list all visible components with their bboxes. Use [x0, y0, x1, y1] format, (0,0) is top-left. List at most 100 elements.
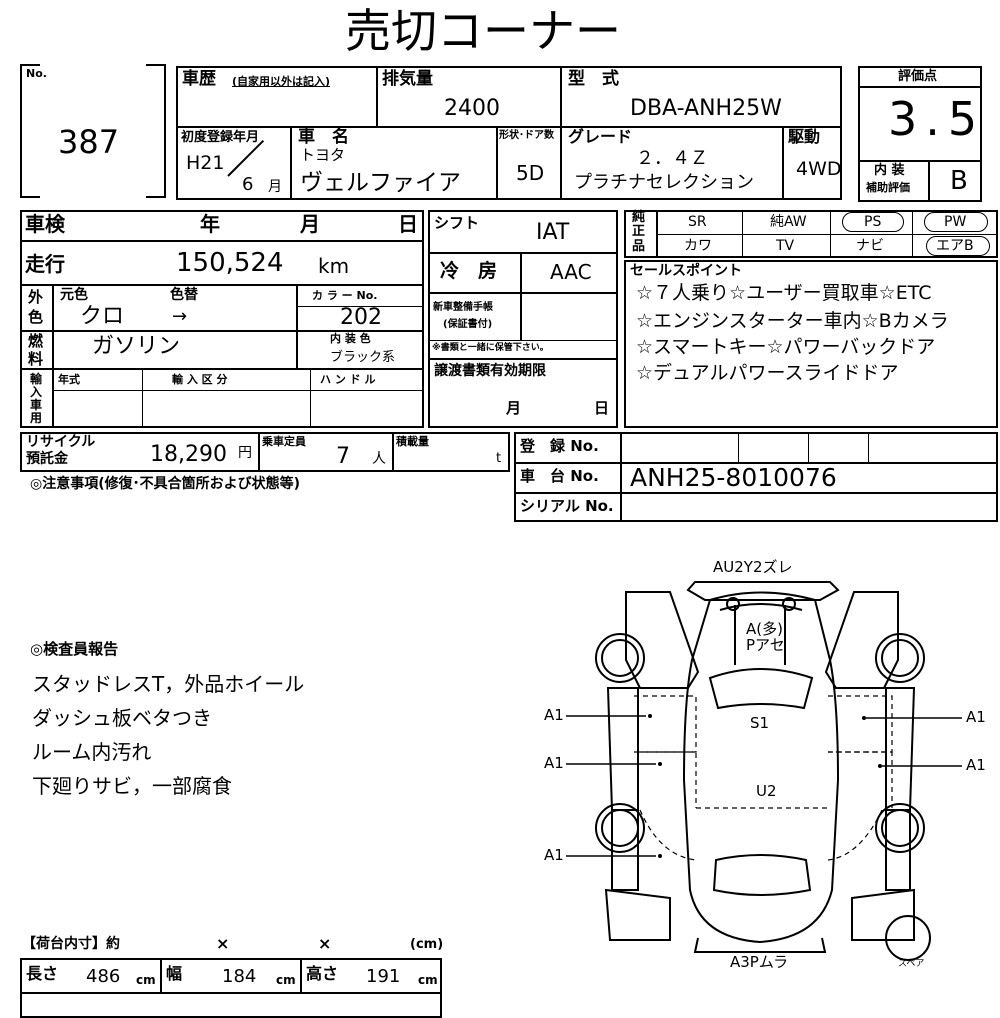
fuel-side-2: 料 [28, 350, 44, 368]
color-arrow: → [172, 306, 188, 327]
page-title: 売切コーナー [345, 4, 621, 58]
recycle-value: 18,290 [150, 442, 227, 467]
cargo-length-label: 長さ [26, 964, 59, 983]
lot-label: No. [26, 67, 47, 80]
spare-label: スペア [898, 959, 925, 969]
fuel-side-1: 燃 [28, 332, 44, 350]
interior-rating-label2: 補助評価 [866, 181, 910, 194]
options-side-3: 品 [632, 239, 646, 254]
option-tv: TV [776, 238, 795, 254]
sales-point-line: ☆スマートキー☆パワーバックドア [636, 336, 936, 358]
sales-point-line: ☆７人乗り☆ユーザー買取車☆ETC [636, 282, 932, 304]
history-note: (自家用以外は記入) [232, 75, 331, 88]
transfer-label: 譲渡書類有効期限 [434, 363, 546, 379]
option-ps: PS [864, 214, 882, 230]
cargo-height: 191 [366, 966, 401, 987]
mileage-unit: km [318, 254, 350, 278]
options-side-1: 純 [632, 210, 646, 225]
car-diagram [566, 581, 962, 961]
damage-right: A1 [966, 756, 986, 774]
history-label: 車歴 [182, 69, 216, 89]
lot-number: 387 [58, 123, 120, 161]
shift-label: シフト [434, 214, 480, 232]
mileage-value: 150,524 [176, 248, 284, 278]
lot-box: No. 387 [20, 64, 166, 198]
damage-hood-2: Pアセ [746, 636, 785, 654]
grade-label: グレード [568, 127, 633, 146]
option-ps-circle [842, 212, 904, 232]
drive-value: 4WD [796, 158, 842, 180]
sales-points-box [624, 260, 998, 428]
vehicle-details-grid [20, 210, 424, 428]
inspector-line: ダッシュ板ベタつき [32, 706, 212, 730]
inspector-line: スタッドレスT，外品ホイール [32, 672, 305, 696]
transfer-month: 月 [506, 399, 522, 417]
first-reg-month: 6 [242, 174, 254, 195]
interior-rating-value: B [950, 166, 968, 196]
cargo-unit: (cm) [410, 937, 444, 952]
interior-color-value: ブラック系 [330, 350, 396, 365]
sales-points-label: セールスポイント [630, 263, 742, 279]
registration-label: 登 録 No. [520, 437, 599, 455]
shape-value: 5D [516, 161, 545, 185]
car-name-value: ヴェルファイア [300, 170, 461, 196]
sales-point-line: ☆エンジンスターター車内☆Bカメラ [636, 310, 949, 332]
inspection-month: 月 [300, 212, 320, 236]
option-airbag: エアB [936, 238, 974, 254]
inspector-label: ◎検査員報告 [30, 640, 119, 658]
cargo-width-label: 幅 [166, 964, 183, 983]
capacity-label: 乗車定員 [262, 435, 306, 448]
damage-left: A1 [544, 706, 564, 724]
transfer-day: 日 [594, 399, 610, 417]
recycle-label-2: 預託金 [26, 451, 68, 467]
warranty-line1: 新車整備手帳 [433, 302, 493, 313]
mileage-label: 走行 [25, 252, 65, 276]
inspection-day: 日 [398, 212, 418, 236]
recycle-label-1: リサイクル [26, 434, 96, 450]
import-year-label: 年式 [58, 373, 80, 386]
load-unit: t [496, 451, 502, 466]
top-info-grid [176, 66, 842, 200]
grade-line1: ２．４Ｚ [636, 148, 708, 169]
equipment-grid [428, 210, 618, 428]
damage-roof: S1 [750, 714, 770, 732]
serial-label: シリアル No. [520, 497, 614, 515]
import-side-label: 輸入車用 [30, 372, 43, 425]
cargo-height-label: 高さ [306, 964, 339, 983]
color-side-2: 色 [28, 308, 44, 326]
inspection-year: 年 [200, 212, 220, 236]
warranty-note: ※書類と一緒に保管下さい。 [432, 343, 549, 353]
import-handle-label: ハ ン ド ル [320, 373, 376, 386]
option-navi: ナビ [856, 238, 884, 254]
damage-front: AU2Y2ズレ [713, 558, 793, 576]
damage-left: A1 [544, 846, 564, 864]
interior-rating-label1: 内 装 [874, 163, 905, 178]
rating-box [858, 66, 982, 202]
cargo-length-cm: cm [136, 973, 156, 987]
damage-left: A1 [544, 754, 564, 772]
cargo-length: 486 [86, 966, 121, 987]
option-airbag-circle [926, 236, 990, 256]
aircon-label: 冷 房 [440, 260, 498, 282]
rating-label: 評価点 [898, 69, 938, 84]
color-code-label: カ ラ ー No. [312, 289, 378, 302]
car-name-label: 車 名 [298, 127, 349, 147]
first-reg-era: H21 [186, 152, 225, 174]
interior-color-label: 内 装 色 [330, 332, 371, 345]
grade-line2: プラチナセレクション [574, 172, 754, 193]
option-genuine-aw: 純AW [770, 214, 807, 230]
shift-value: IAT [536, 220, 570, 245]
color-code: 202 [340, 305, 382, 330]
caution-label: ◎注意事項(修復･不具合箇所および状態等) [30, 476, 301, 492]
recycle-grid [20, 432, 510, 472]
cargo-label: 【荷台内寸】約 [22, 936, 120, 952]
displacement-label: 排気量 [382, 69, 433, 89]
capacity-unit: 人 [372, 451, 386, 467]
cargo-width: 184 [222, 966, 257, 987]
damage-right: A1 [966, 708, 986, 726]
option-leather: カワ [684, 238, 712, 254]
damage-rear-roof: U2 [756, 782, 777, 800]
inspector-line: ルーム内汚れ [32, 740, 152, 764]
color-side-1: 外 [28, 288, 44, 306]
chassis-value: ANH25-8010076 [630, 463, 837, 492]
